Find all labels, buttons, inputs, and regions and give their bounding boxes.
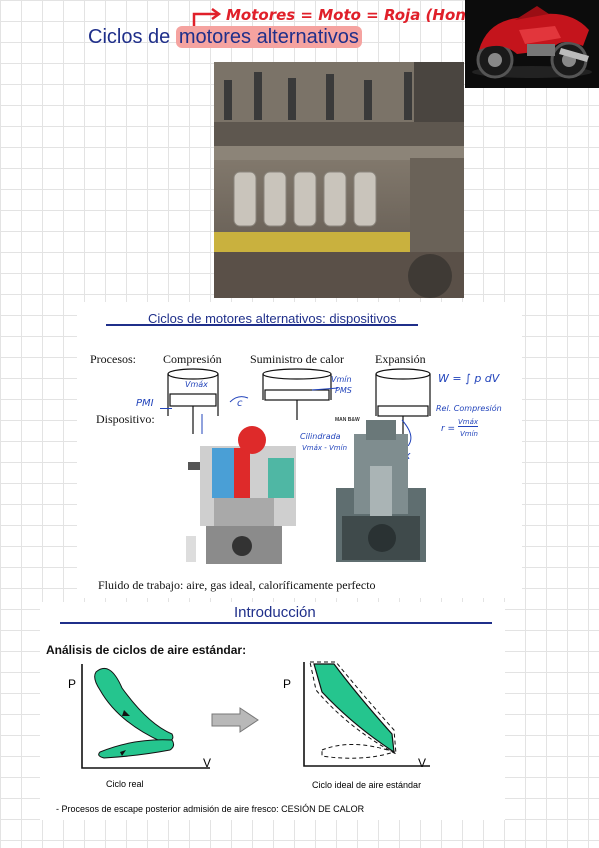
ideal-cycle-diagram	[303, 661, 430, 767]
engine-cutaway-right	[332, 420, 430, 564]
ann-r: r =	[441, 424, 456, 434]
ann-cilindrada-formula: Vmáx - Vmín	[302, 444, 348, 452]
slide3-title-rule	[60, 622, 492, 624]
dispositivo-label: Dispositivo:	[96, 412, 155, 426]
slide3-heading: Análisis de ciclos de aire estándar:	[46, 643, 247, 657]
ideal-caption: Ciclo ideal de aire estándar	[312, 780, 422, 790]
ann-work: W = ∫ p dV	[438, 372, 500, 385]
motorcycle-image	[465, 0, 599, 88]
engine-cutaway-left	[180, 418, 312, 568]
cylinders-schematic	[167, 368, 431, 436]
label-expansion: Expansión	[375, 352, 426, 366]
handnote: Motores = Moto = Roja (Honda)	[192, 4, 494, 30]
ann-r-num: Vmáx	[458, 418, 479, 427]
slide3-footer: - Procesos de escape posterior admisión …	[56, 804, 365, 814]
transition-arrow-icon	[211, 707, 259, 733]
arrow-icon	[192, 8, 222, 26]
label-compresion: Compresión	[163, 352, 222, 366]
slide2	[77, 302, 522, 598]
procesos-label: Procesos:	[90, 352, 136, 366]
slide3-title: Introducción	[234, 604, 316, 621]
slide1-title-prefix: Ciclos de	[88, 26, 176, 48]
real-caption: Ciclo real	[106, 779, 144, 789]
fluido-text: Fluido de trabajo: aire, gas ideal, calo…	[98, 578, 376, 592]
ann-pms: PMS	[335, 386, 352, 395]
ideal-p-axis: P	[283, 677, 292, 691]
ann-c: c	[237, 398, 243, 409]
ann-r-den: Vmín	[460, 430, 478, 438]
label-suministro: Suministro de calor	[250, 352, 344, 366]
ann-arrows	[201, 387, 412, 446]
ann-cilindrada: Cilindrada	[300, 432, 341, 441]
real-p-axis: P	[68, 677, 77, 691]
real-cycle-diagram	[81, 664, 210, 769]
handnote-text: Motores = Moto = Roja (Honda)	[226, 6, 494, 24]
ann-pmi: PMI	[136, 398, 154, 409]
slide2-title-rule	[106, 324, 418, 326]
ann-vmax-1: Vmáx	[185, 380, 208, 389]
man-bw-logo: MAN B&W	[335, 417, 360, 423]
slide1-title-highlight: motores alternativos	[175, 26, 362, 48]
ann-vmin: Vmín	[331, 375, 352, 384]
ann-relcomp: Rel. Compresión	[436, 404, 502, 413]
slide1-title: Ciclos de motores alternativos	[88, 26, 362, 49]
engine-photo	[214, 62, 464, 298]
ideal-v-axis: V	[418, 756, 427, 770]
ann-pmi-line	[160, 408, 172, 409]
real-v-axis: V	[203, 756, 212, 770]
slide2-title: Ciclos de motores alternativos: disposit…	[148, 311, 397, 326]
